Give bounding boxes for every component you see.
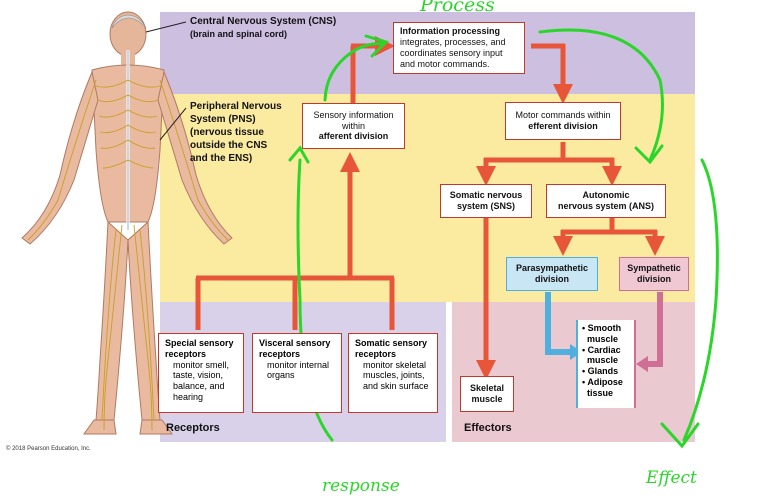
efferent-connectors — [476, 43, 665, 380]
effector-list-box: • Smooth muscle • Cardiac muscle • Gland… — [576, 320, 636, 408]
motor-commands-box: Motor commands within efferent division — [505, 102, 621, 140]
pns-label: Peripheral Nervous System (PNS) (nervous… — [190, 100, 282, 165]
pns-leader-line — [159, 107, 187, 141]
receptor-desc: balance, and — [173, 381, 225, 392]
effector-a: Glands — [587, 366, 619, 377]
parasympathetic-arrow — [545, 292, 572, 355]
sympathetic-line-2: division — [636, 274, 671, 284]
pns-line-3: (nervous tissue — [190, 127, 264, 138]
sensory-info-line-1: Sensory information — [313, 109, 394, 120]
receptors-section-label: Receptors — [166, 422, 220, 434]
effector-item: • Glands — [582, 366, 619, 377]
effectors-section-label: Effectors — [464, 422, 512, 434]
pns-line-4: outside the CNS — [190, 140, 268, 151]
human-figure — [21, 11, 233, 435]
sensory-information-box: Sensory information within afferent divi… — [302, 103, 405, 149]
skeletal-line-1: Skeletal — [469, 383, 505, 394]
effector-item: • Smooth muscle — [582, 323, 622, 344]
sympathetic-arrow — [646, 292, 663, 367]
parasympathetic-division-box: Parasympathetic division — [506, 257, 598, 291]
afferent-connectors — [195, 36, 395, 330]
receptor-desc: taste, vision, — [173, 370, 224, 381]
receptor-title: receptors — [165, 348, 207, 359]
effector-b: muscle — [587, 333, 619, 344]
autonomic-nervous-system-box: Autonomic nervous system (ANS) — [546, 184, 666, 218]
effector-item: • Cardiac muscle — [582, 344, 621, 366]
response-annotation: response — [322, 476, 400, 496]
receptor-desc: monitor internal — [267, 359, 330, 370]
info-processing-line-3: and motor commands. — [400, 58, 490, 69]
process-annotation: Process — [420, 0, 495, 16]
effector-b: muscle — [587, 355, 619, 366]
receptor-desc: and skin surface — [363, 381, 429, 392]
copyright-text: © 2018 Pearson Education, Inc. — [6, 446, 91, 452]
sns-line-1: Somatic nervous — [449, 190, 523, 201]
sensory-info-line-2: within — [341, 120, 365, 131]
receptor-desc: monitor skeletal — [363, 359, 427, 370]
effector-a: Adipose — [587, 376, 623, 387]
motor-commands-line-1: Motor commands within — [515, 110, 611, 121]
somatic-nervous-system-box: Somatic nervous system (SNS) — [440, 184, 532, 218]
info-processing-title: Information processing — [400, 26, 501, 37]
effector-a: Cardiac — [587, 344, 621, 355]
effector-a: Smooth — [587, 323, 622, 333]
visceral-sensory-receptors-box: Visceral sensory receptors monitor inter… — [252, 333, 342, 413]
parasympathetic-line-1: Parasympathetic — [515, 263, 589, 274]
cns-leader-line — [145, 21, 187, 33]
ans-line-2: nervous system (ANS) — [557, 201, 655, 211]
sympathetic-line-1: Sympathetic — [627, 263, 681, 274]
receptor-title: receptors — [259, 348, 301, 359]
parasympathetic-line-2: division — [534, 274, 569, 284]
motor-commands-line-2: efferent division — [528, 121, 598, 131]
sympathetic-division-box: Sympathetic division — [619, 257, 689, 291]
receptor-title: Visceral sensory — [259, 338, 331, 348]
effector-item: • Adipose tissue — [582, 376, 623, 398]
receptor-desc: organs — [267, 370, 295, 381]
receptor-title: Special sensory — [165, 338, 234, 348]
receptor-title: Somatic sensory — [355, 338, 428, 348]
sensory-info-line-3: afferent division — [318, 131, 389, 142]
ans-line-1: Autonomic — [582, 190, 630, 201]
receptor-desc: hearing — [173, 391, 204, 402]
cns-title: Central Nervous System (CNS) — [190, 16, 337, 27]
special-sensory-receptors-box: Special sensory receptors monitor smell,… — [158, 333, 244, 413]
pns-line-5: and the ENS) — [190, 153, 253, 164]
skeletal-line-2: muscle — [471, 394, 503, 404]
pns-line-2: System (PNS) — [190, 114, 256, 125]
effect-annotation: Effect — [646, 468, 697, 488]
receptor-desc: monitor smell, — [173, 359, 230, 370]
info-processing-line-2: coordinates sensory input — [400, 48, 503, 58]
information-processing-box: Information processing integrates, proce… — [393, 22, 525, 74]
skeletal-muscle-box: Skeletal muscle — [460, 376, 514, 412]
receptor-title: receptors — [355, 348, 397, 359]
effector-b: tissue — [587, 387, 614, 398]
receptor-desc: muscles, joints, — [363, 370, 425, 381]
somatic-sensory-receptors-box: Somatic sensory receptors monitor skelet… — [348, 333, 438, 413]
pns-line-1: Peripheral Nervous — [190, 101, 282, 112]
sns-line-2: system (SNS) — [456, 201, 516, 211]
info-processing-line-1: integrates, processes, and — [400, 37, 506, 48]
cns-subtitle: (brain and spinal cord) — [190, 29, 288, 39]
